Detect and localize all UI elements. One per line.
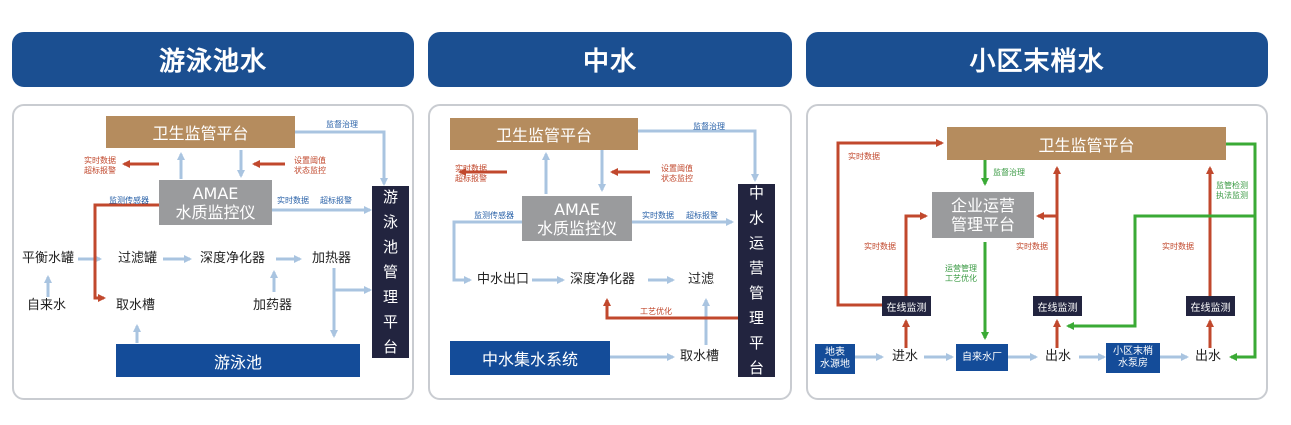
pool-label-supervision: 监督治理: [326, 120, 358, 129]
reclaimed-outlet: 中水出口: [477, 272, 530, 287]
reclaimed-label-process-opt: 工艺优化: [640, 307, 672, 316]
pool-tap-water: 自来水: [27, 298, 67, 313]
reclaimed-label-over-alarm: 超标报警: [686, 211, 718, 220]
reclaimed-label-supervision: 监督治理: [693, 122, 725, 131]
pool-label-settings-monitor: 设置阈值 状态监控: [294, 156, 326, 175]
pool-label-realtime-alarm: 实时数据 超标报警: [84, 156, 116, 175]
pool-dosing: 加药器: [253, 298, 293, 313]
pool-label-over-alarm: 超标报警: [320, 196, 352, 205]
terminal-health-platform: 卫生监管平台: [947, 127, 1226, 160]
header-swimming-pool: 游泳池水: [12, 32, 414, 87]
terminal-online-monitor-1: 在线监测: [882, 296, 931, 316]
terminal-enterprise-platform: 企业运营 管理平台: [932, 192, 1034, 238]
terminal-enterprise-line2: 管理平台: [950, 215, 1015, 234]
pool-swimming-pool: 游泳池: [116, 344, 360, 377]
terminal-surface-source: 地表 水源地: [815, 344, 855, 374]
terminal-outlet-2: 出水: [1195, 349, 1222, 364]
terminal-inlet: 进水: [892, 349, 919, 364]
terminal-label-supervision: 监督治理: [993, 168, 1025, 177]
pool-balance-tank: 平衡水罐: [22, 251, 75, 266]
reclaimed-operation-platform: 中水运营管理平台: [738, 184, 775, 377]
reclaimed-amae-line2: 水质监控仪: [536, 218, 617, 238]
reclaimed-side-platform-label: 中水运营管理平台: [748, 183, 764, 377]
pool-management-platform: 游泳池管理平台: [372, 186, 409, 358]
reclaimed-health-platform: 卫生监管平台: [450, 118, 638, 150]
pool-side-platform-label: 游泳池管理平台: [382, 187, 398, 356]
pool-label-realtime: 实时数据: [277, 196, 309, 205]
pool-amae-monitor: AMAE 水质监控仪: [159, 180, 272, 225]
reclaimed-amae-line1: AMAE: [554, 199, 600, 219]
pool-heater: 加热器: [312, 251, 352, 266]
reclaimed-amae-monitor: AMAE 水质监控仪: [522, 196, 632, 241]
reclaimed-collection-system: 中水集水系统: [450, 341, 610, 375]
pool-deep-purifier: 深度净化器: [200, 251, 266, 266]
terminal-online-monitor-2: 在线监测: [1033, 296, 1082, 316]
pool-amae-line1: AMAE: [192, 183, 239, 203]
pool-label-sensor: 监测传感器: [109, 196, 149, 205]
terminal-label-realtime-a: 实时数据: [864, 242, 896, 251]
reclaimed-label-sensor: 监测传感器: [474, 211, 514, 220]
terminal-online-monitor-3: 在线监测: [1186, 296, 1235, 316]
terminal-outlet-1: 出水: [1045, 349, 1072, 364]
terminal-label-inspect-enforce: 监管检测 执法监测: [1216, 181, 1248, 200]
pool-sampling-tank: 取水槽: [116, 298, 156, 313]
pool-health-platform: 卫生监管平台: [106, 116, 295, 148]
reclaimed-label-settings-monitor: 设置阈值 状态监控: [661, 164, 693, 183]
terminal-label-realtime-c: 实时数据: [1162, 242, 1194, 251]
terminal-pump-room: 小区末梢 水泵房: [1106, 343, 1160, 373]
terminal-waterworks: 自来水厂: [956, 344, 1008, 371]
pool-amae-line2: 水质监控仪: [175, 202, 256, 222]
pool-filter-tank: 过滤罐: [118, 251, 158, 266]
header-reclaimed-water: 中水: [428, 32, 792, 87]
terminal-label-realtime-top: 实时数据: [848, 152, 880, 161]
reclaimed-deep-purifier: 深度净化器: [570, 272, 636, 287]
terminal-label-ops-mgmt: 运营管理 工艺优化: [945, 264, 977, 283]
header-terminal-water: 小区末梢水: [806, 32, 1268, 87]
terminal-enterprise-line1: 企业运营: [950, 196, 1015, 215]
reclaimed-label-realtime: 实时数据: [642, 211, 674, 220]
reclaimed-label-realtime-alarm: 实时数据 超标报警: [455, 164, 487, 183]
terminal-label-realtime-b: 实时数据: [1016, 242, 1048, 251]
reclaimed-filter: 过滤: [688, 272, 715, 287]
reclaimed-sampling-tank: 取水槽: [680, 349, 720, 364]
